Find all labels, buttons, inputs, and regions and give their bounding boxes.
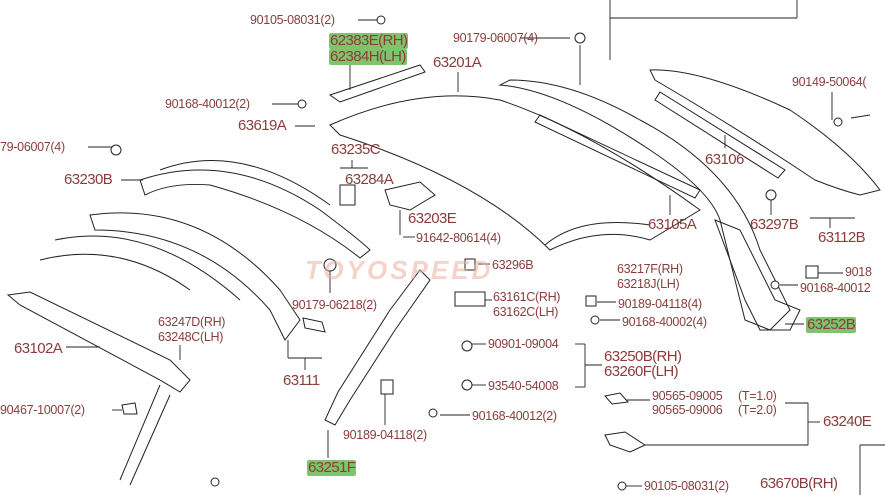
part-label[interactable]: 63670B(RH) (760, 475, 838, 492)
plate-icon (339, 184, 356, 206)
part-label[interactable]: 90168-40012 (800, 281, 871, 295)
bolt-icon (765, 189, 777, 201)
part-label[interactable]: 63203E (408, 210, 457, 227)
part-label[interactable]: 63230B (64, 171, 113, 188)
screw-icon (210, 477, 220, 487)
part-label[interactable]: 90565-09005 (652, 389, 723, 403)
shim-icon (604, 392, 630, 405)
part-label[interactable]: 90179-06218(2) (292, 298, 377, 312)
pillar-63251F (324, 269, 431, 426)
part-label[interactable]: 90168-40012(2) (472, 409, 557, 423)
screw-icon (590, 315, 600, 325)
part-label[interactable]: 63240E (823, 413, 872, 430)
clip-icon (110, 144, 122, 156)
roof-panel (329, 95, 701, 251)
part-label[interactable]: 63218J(LH) (617, 277, 680, 291)
part-label-highlighted[interactable]: 62383E(RH) (329, 32, 409, 49)
cushion-icon (585, 295, 597, 307)
part-label[interactable]: 90105-08031(2) (644, 479, 729, 493)
cushion-icon (805, 265, 819, 279)
part-label-highlighted[interactable]: 62384H(LH) (329, 48, 407, 65)
part-label[interactable]: 63296B (492, 258, 534, 272)
part-label[interactable]: 63260F(LH) (604, 363, 679, 380)
part-label[interactable]: 63201A (433, 54, 482, 71)
bolt-icon (617, 481, 627, 491)
part-label[interactable]: 90179-06007(4) (453, 31, 538, 45)
part-label[interactable]: 79-06007(4) (0, 140, 65, 154)
part-label[interactable]: 63217F(RH) (617, 262, 683, 276)
screw-icon (297, 99, 307, 109)
part-label[interactable]: 90168-40012(2) (165, 97, 250, 111)
front-frame (139, 169, 371, 259)
thickness-note: (T=1.0) (738, 389, 777, 403)
part-label[interactable]: 91642-80614(4) (416, 231, 501, 245)
part-label[interactable]: 90467-10007(2) (0, 403, 85, 417)
part-label[interactable]: 63619A (238, 117, 287, 134)
part-label[interactable]: 90901-09004 (488, 337, 559, 351)
hinge-icon (604, 431, 647, 453)
part-label[interactable]: 63284A (345, 171, 394, 188)
link-icon (302, 317, 326, 333)
bracket-icon (454, 291, 486, 307)
bolt-icon (461, 379, 473, 391)
part-label[interactable]: 63247D(RH) (158, 315, 226, 329)
rear-rail (649, 69, 881, 196)
thickness-note: (T=2.0) (738, 403, 777, 417)
part-label[interactable]: 90189-04118(4) (618, 297, 702, 311)
part-label[interactable]: 9018 (845, 265, 872, 279)
part-label[interactable]: 63235C (331, 141, 381, 158)
part-label[interactable]: 63161C(RH) (493, 290, 561, 304)
part-label[interactable]: 63102A (14, 340, 63, 357)
part-label[interactable]: 90189-04118(2) (343, 428, 427, 442)
cushion-icon (464, 258, 476, 271)
part-label-highlighted[interactable]: 63252B (806, 316, 857, 333)
screw-icon (770, 280, 780, 290)
trim-bracket (328, 64, 426, 103)
part-label[interactable]: 63297B (750, 216, 799, 233)
watermark: TOYOSPEED (305, 255, 494, 285)
part-label[interactable]: 63162C(LH) (493, 305, 559, 319)
part-label[interactable]: 90168-40002(4) (622, 315, 707, 329)
bolt-icon (461, 340, 473, 352)
part-label[interactable]: 90105-08031(2) (250, 13, 335, 27)
header-frame-63102A (6, 291, 191, 393)
side-rail (498, 79, 791, 331)
part-label[interactable]: 63106 (705, 151, 744, 168)
pillar-63252B (714, 219, 801, 331)
part-label[interactable]: 63105A (648, 216, 697, 233)
clip-icon (323, 258, 337, 272)
screw-icon (428, 408, 438, 418)
screw-icon (833, 117, 843, 127)
clip-icon (121, 402, 138, 415)
part-label[interactable]: 90149-50064( (792, 75, 867, 89)
cushion-icon (380, 379, 394, 395)
part-label[interactable]: 63112B (818, 229, 866, 246)
part-label[interactable]: 90565-09006 (652, 403, 723, 417)
part-label[interactable]: 63111 (283, 372, 320, 389)
bow-frame (89, 212, 301, 341)
part-label[interactable]: 93540-54008 (488, 379, 559, 393)
bolt-icon (376, 15, 386, 25)
part-label[interactable]: 63250B(RH) (604, 348, 682, 365)
part-label[interactable]: 63248C(LH) (158, 330, 224, 344)
bracket-icon (384, 181, 436, 211)
clip-icon (574, 32, 586, 44)
part-label-highlighted[interactable]: 63251F (307, 459, 357, 476)
